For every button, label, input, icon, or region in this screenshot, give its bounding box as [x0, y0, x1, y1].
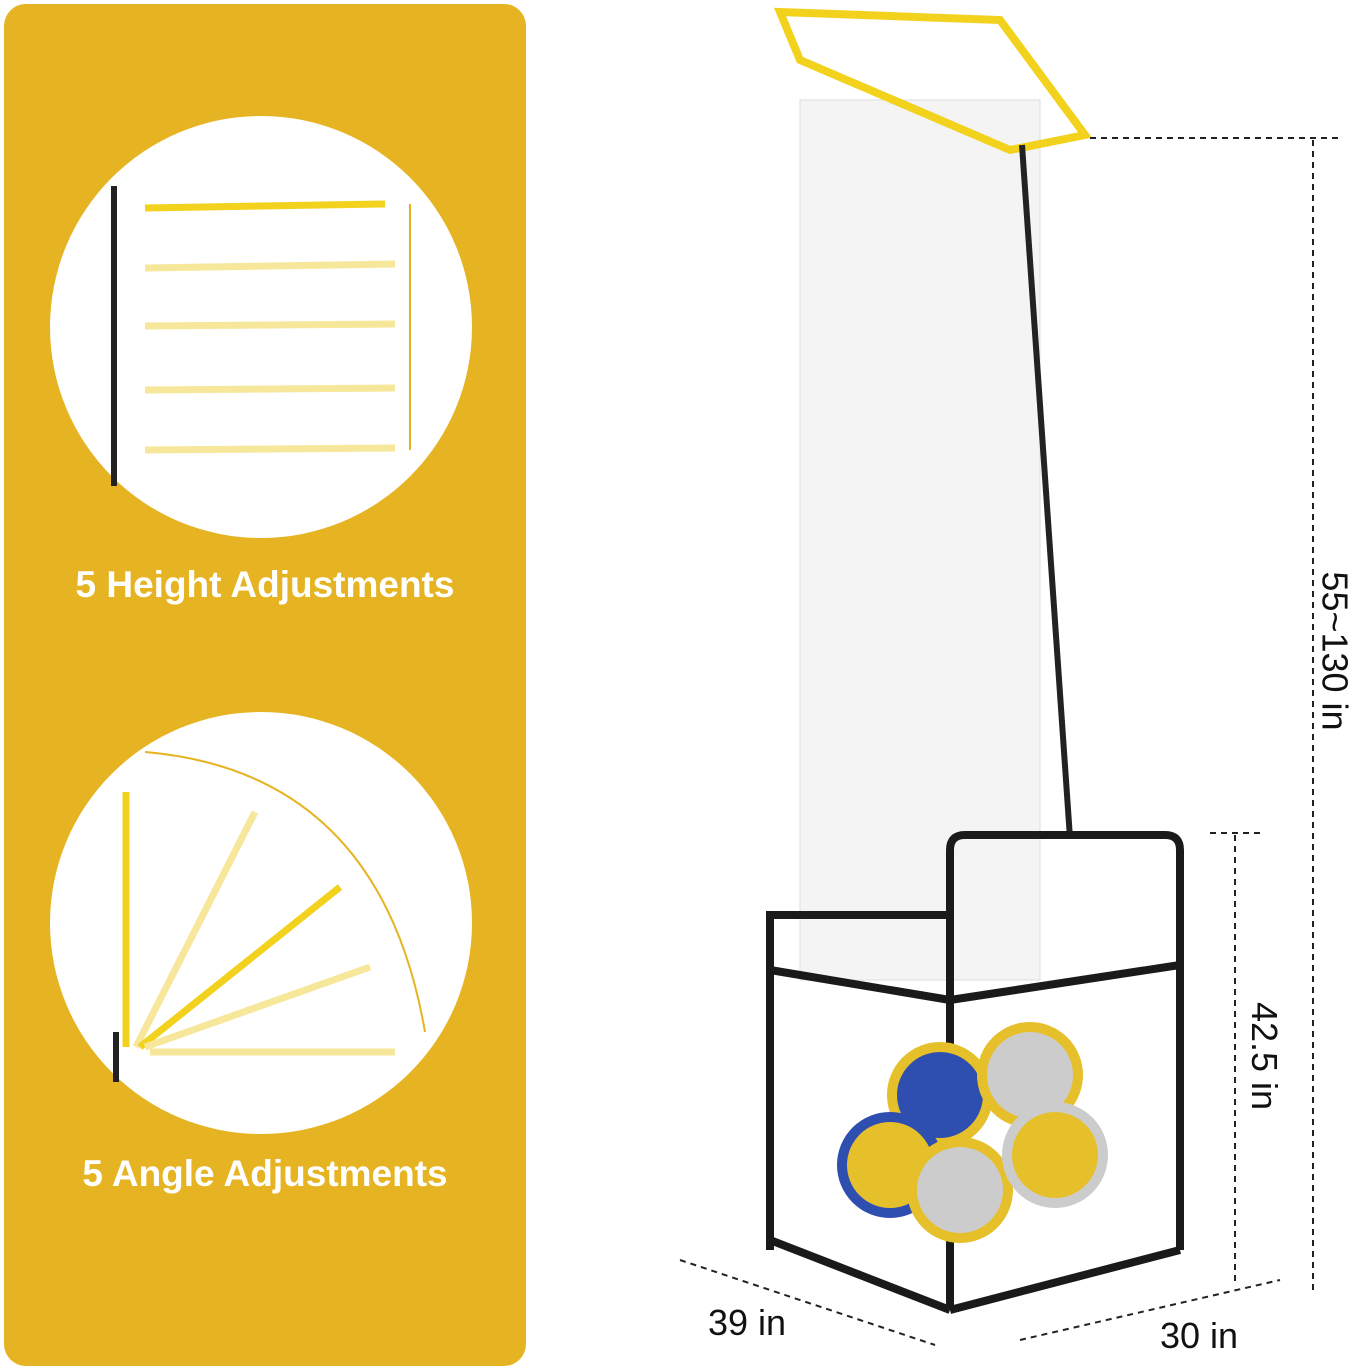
angle-adjustments-label: 5 Angle Adjustments [82, 1153, 448, 1194]
net [799, 99, 1041, 981]
angle-adjustment-illustration [50, 712, 472, 1134]
volleyballs [837, 1022, 1108, 1243]
depth-dimension: 30 in [1160, 1315, 1239, 1356]
height-hoop-positions [111, 186, 411, 486]
width-dimension: 39 in [708, 1302, 787, 1343]
angle-hoop-positions [113, 751, 426, 1082]
pole [1019, 144, 1073, 839]
hoop-rim [773, 7, 1092, 155]
total-height-dimension: 55~130 in [1314, 571, 1356, 731]
height-adjustments-label: 5 Height Adjustments [75, 564, 455, 605]
height-adjustment-illustration [50, 116, 472, 538]
dimension-lines [679, 137, 1340, 1346]
cart-height-dimension: 42.5 in [1244, 1001, 1286, 1111]
cart-frame [766, 831, 1184, 1314]
